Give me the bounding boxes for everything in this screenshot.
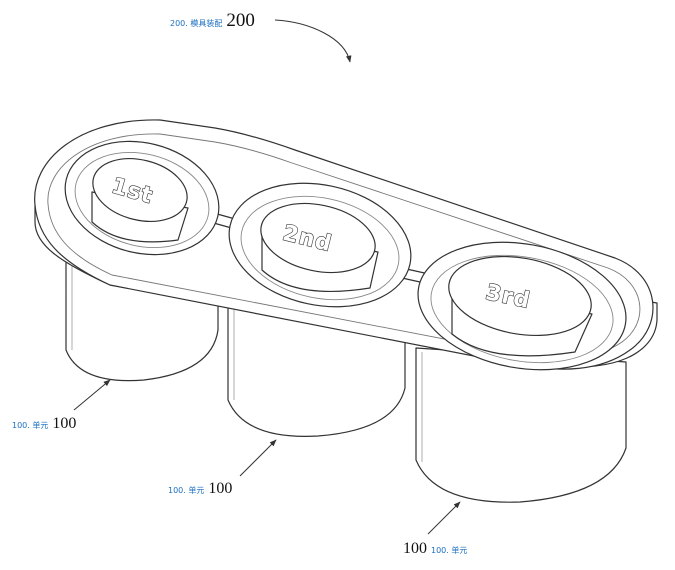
cup-unit-2: [228, 182, 412, 308]
unit-2-reference-number: 100: [208, 480, 233, 497]
assembly-leader-arrow: [274, 19, 352, 63]
unit-1-leader-arrow: [73, 379, 111, 411]
unit-3-annotation: 100 100. 单元: [403, 541, 467, 557]
unit-2-label-text: 100. 单元: [168, 486, 205, 495]
unit-3-reference-number: 100: [403, 540, 427, 557]
unit-3-leader-arrow: [427, 501, 461, 535]
assembly-label-text: 200. 模具装配: [170, 19, 223, 28]
unit-2-leader-arrow: [239, 439, 277, 477]
cup-unit-3: [417, 241, 627, 371]
unit-1-reference-number: 100: [52, 415, 77, 432]
unit-2-annotation: 100. 单元 100: [168, 481, 232, 497]
cup-body-3: [415, 347, 627, 503]
assembly-annotation: 200. 模具装配 200: [170, 11, 255, 30]
unit-1-label-text: 100. 单元: [12, 421, 49, 430]
unit-1-annotation: 100. 单元 100: [12, 416, 76, 432]
unit-3-label-text: 100. 单元: [431, 546, 468, 555]
cup-unit-1: [64, 140, 220, 256]
assembly-reference-number: 200: [226, 10, 255, 31]
